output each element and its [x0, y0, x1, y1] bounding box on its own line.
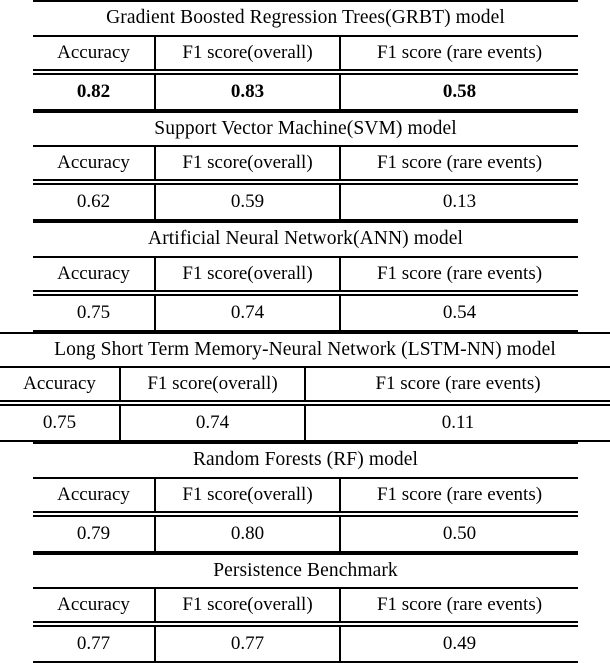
column-header-cell: F1 score(overall)	[120, 368, 305, 400]
metric-value-cell: 0.75	[33, 296, 155, 330]
column-header-cell: F1 score (rare events)	[340, 258, 578, 290]
metric-value-cell: 0.75	[0, 406, 120, 440]
column-header-cell: F1 score (rare events)	[340, 589, 578, 621]
metric-value-cell: 0.77	[155, 627, 340, 661]
metric-value-cell: 0.79	[33, 517, 155, 551]
metric-value-cell: 0.54	[340, 296, 578, 330]
block-title-wrap: Support Vector Machine(SVM) model	[33, 113, 578, 146]
metric-value-cell: 0.74	[155, 296, 340, 330]
metric-value-cell: 0.83	[155, 75, 340, 109]
metric-value-cell: 0.82	[33, 75, 155, 109]
block-title-wrap: Random Forests (RF) model	[33, 444, 578, 477]
metric-value-cell: 0.13	[340, 185, 578, 219]
model-title: Artificial Neural Network(ANN) model	[33, 223, 578, 256]
column-header-cell: F1 score (rare events)	[305, 368, 610, 400]
column-header-cell: Accuracy	[33, 589, 155, 621]
model-title: Persistence Benchmark	[33, 555, 578, 588]
model-title: Random Forests (RF) model	[33, 444, 578, 477]
model-title: Support Vector Machine(SVM) model	[33, 113, 578, 146]
metric-value-cell: 0.11	[305, 406, 610, 440]
metric-value-cell: 0.80	[155, 517, 340, 551]
block-title-wrap: Long Short Term Memory-Neural Network (L…	[0, 334, 610, 367]
block-title-wrap: Persistence Benchmark	[33, 555, 578, 588]
column-header-cell: F1 score (rare events)	[340, 479, 578, 511]
column-header-cell: Accuracy	[33, 37, 155, 69]
model-block: Gradient Boosted Regression Trees(GRBT) …	[0, 0, 610, 111]
metric-value-cell: 0.49	[340, 627, 578, 661]
metric-value-cell: 0.59	[155, 185, 340, 219]
column-header-cell: F1 score(overall)	[155, 37, 340, 69]
block-title-wrap: Gradient Boosted Regression Trees(GRBT) …	[33, 2, 578, 35]
metric-value-cell: 0.50	[340, 517, 578, 551]
column-header-cell: F1 score (rare events)	[340, 147, 578, 179]
model-title: Long Short Term Memory-Neural Network (L…	[0, 334, 610, 367]
column-header-cell: F1 score(overall)	[155, 589, 340, 621]
column-header-cell: F1 score(overall)	[155, 258, 340, 290]
column-header-cell: F1 score (rare events)	[340, 37, 578, 69]
model-block: Long Short Term Memory-Neural Network (L…	[0, 332, 610, 443]
metric-value-cell: 0.74	[120, 406, 305, 440]
column-header-cell: Accuracy	[33, 147, 155, 179]
metric-value-cell: 0.62	[33, 185, 155, 219]
results-table-figure: Gradient Boosted Regression Trees(GRBT) …	[0, 0, 610, 642]
column-header-cell: F1 score(overall)	[155, 479, 340, 511]
column-header-cell: Accuracy	[0, 368, 120, 400]
block-title-wrap: Artificial Neural Network(ANN) model	[33, 223, 578, 256]
column-header-cell: Accuracy	[33, 479, 155, 511]
model-title: Gradient Boosted Regression Trees(GRBT) …	[33, 2, 578, 35]
metric-value-cell: 0.58	[340, 75, 578, 109]
metric-value-cell: 0.77	[33, 627, 155, 661]
column-header-cell: F1 score(overall)	[155, 147, 340, 179]
column-header-cell: Accuracy	[33, 258, 155, 290]
